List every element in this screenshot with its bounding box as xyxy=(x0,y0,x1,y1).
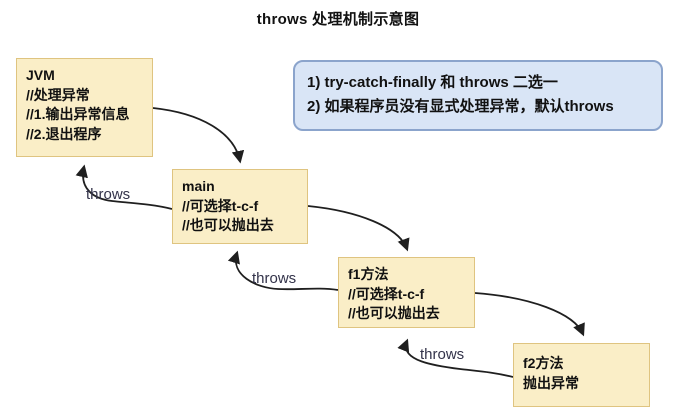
node-main-line: //也可以抛出去 xyxy=(182,217,274,233)
note-box: 1) try-catch-finally 和 throws 二选一 2) 如果程… xyxy=(293,60,663,131)
node-main-line: //可选择t-c-f xyxy=(182,197,259,214)
node-main-title: main xyxy=(182,178,215,194)
throws-label-f2-to-f1: throws xyxy=(420,346,465,363)
node-f2-line: 抛出异常 xyxy=(523,374,579,391)
arrow-throws-f1-to-main xyxy=(227,250,339,291)
node-f1-title: f1方法 xyxy=(348,266,389,282)
node-jvm-title: JVM xyxy=(26,67,55,83)
node-f2: f2方法 抛出异常 xyxy=(513,343,650,407)
arrow-jvm-to-main xyxy=(152,107,245,164)
node-jvm-line: //1.输出异常信息 xyxy=(26,106,130,122)
node-jvm-line: //2.退出程序 xyxy=(26,125,102,142)
note-line-1: 1) try-catch-finally 和 throws 二选一 xyxy=(307,74,558,91)
node-jvm-line: //处理异常 xyxy=(26,86,90,103)
throws-label-f1-to-main: throws xyxy=(252,270,297,287)
node-f1: f1方法 //可选择t-c-f //也可以抛出去 xyxy=(338,257,475,328)
arrow-f1-to-f2 xyxy=(474,292,585,337)
arrow-throws-f2-to-f1 xyxy=(397,338,514,378)
arrow-main-to-f1 xyxy=(307,205,410,252)
node-jvm: JVM //处理异常 //1.输出异常信息 //2.退出程序 xyxy=(16,58,153,157)
note-line-2: 2) 如果程序员没有显式处理异常，默认throws xyxy=(307,98,614,115)
node-f1-line: //可选择t-c-f xyxy=(348,285,425,302)
node-main: main //可选择t-c-f //也可以抛出去 xyxy=(172,169,308,244)
arrow-throws-main-to-jvm xyxy=(75,164,173,210)
diagram-title: throws 处理机制示意图 xyxy=(256,11,420,28)
node-f1-line: //也可以抛出去 xyxy=(348,305,440,321)
throws-label-main-to-jvm: throws xyxy=(86,186,131,203)
node-f2-title: f2方法 xyxy=(523,355,564,371)
